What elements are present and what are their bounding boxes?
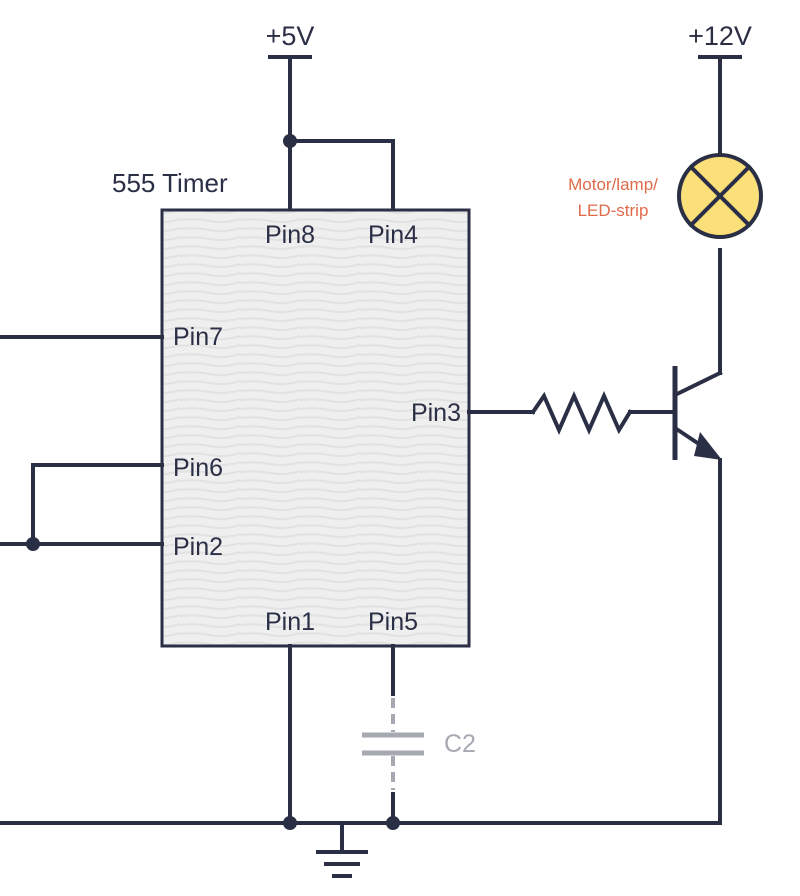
rail-label-5v: +5V (266, 21, 315, 51)
capacitor (362, 644, 424, 825)
power-rail-12v (698, 55, 742, 157)
pin1-label: Pin1 (265, 608, 315, 636)
lamp-icon (677, 153, 763, 239)
pin6-label: Pin6 (173, 454, 223, 482)
pin6-pin2-wire (0, 463, 164, 551)
rail-label-12v: +12V (688, 21, 752, 51)
pin8-label: Pin8 (265, 221, 315, 249)
junction-dot (283, 134, 297, 148)
junction-dot (26, 537, 40, 551)
junction-dot (283, 816, 297, 830)
power-rail-5v (268, 55, 395, 212)
timer-chip (160, 208, 471, 648)
load-label-line2: LED-strip (578, 201, 649, 220)
emitter-arrow-icon (694, 432, 722, 460)
pin3-label: Pin3 (411, 399, 461, 427)
pin5-label: Pin5 (368, 608, 418, 636)
capacitor-label: C2 (444, 730, 476, 758)
load-label-line1: Motor/lamp/ (568, 175, 658, 194)
junction-dot (386, 816, 400, 830)
pin4-label: Pin4 (368, 221, 418, 249)
resistor (467, 391, 677, 435)
pin7-label: Pin7 (173, 323, 223, 351)
pin2-label: Pin2 (173, 533, 223, 561)
ground-icon (316, 821, 368, 878)
chip-title: 555 Timer (112, 168, 228, 198)
transistor (672, 248, 723, 825)
ground-bus (0, 816, 722, 830)
